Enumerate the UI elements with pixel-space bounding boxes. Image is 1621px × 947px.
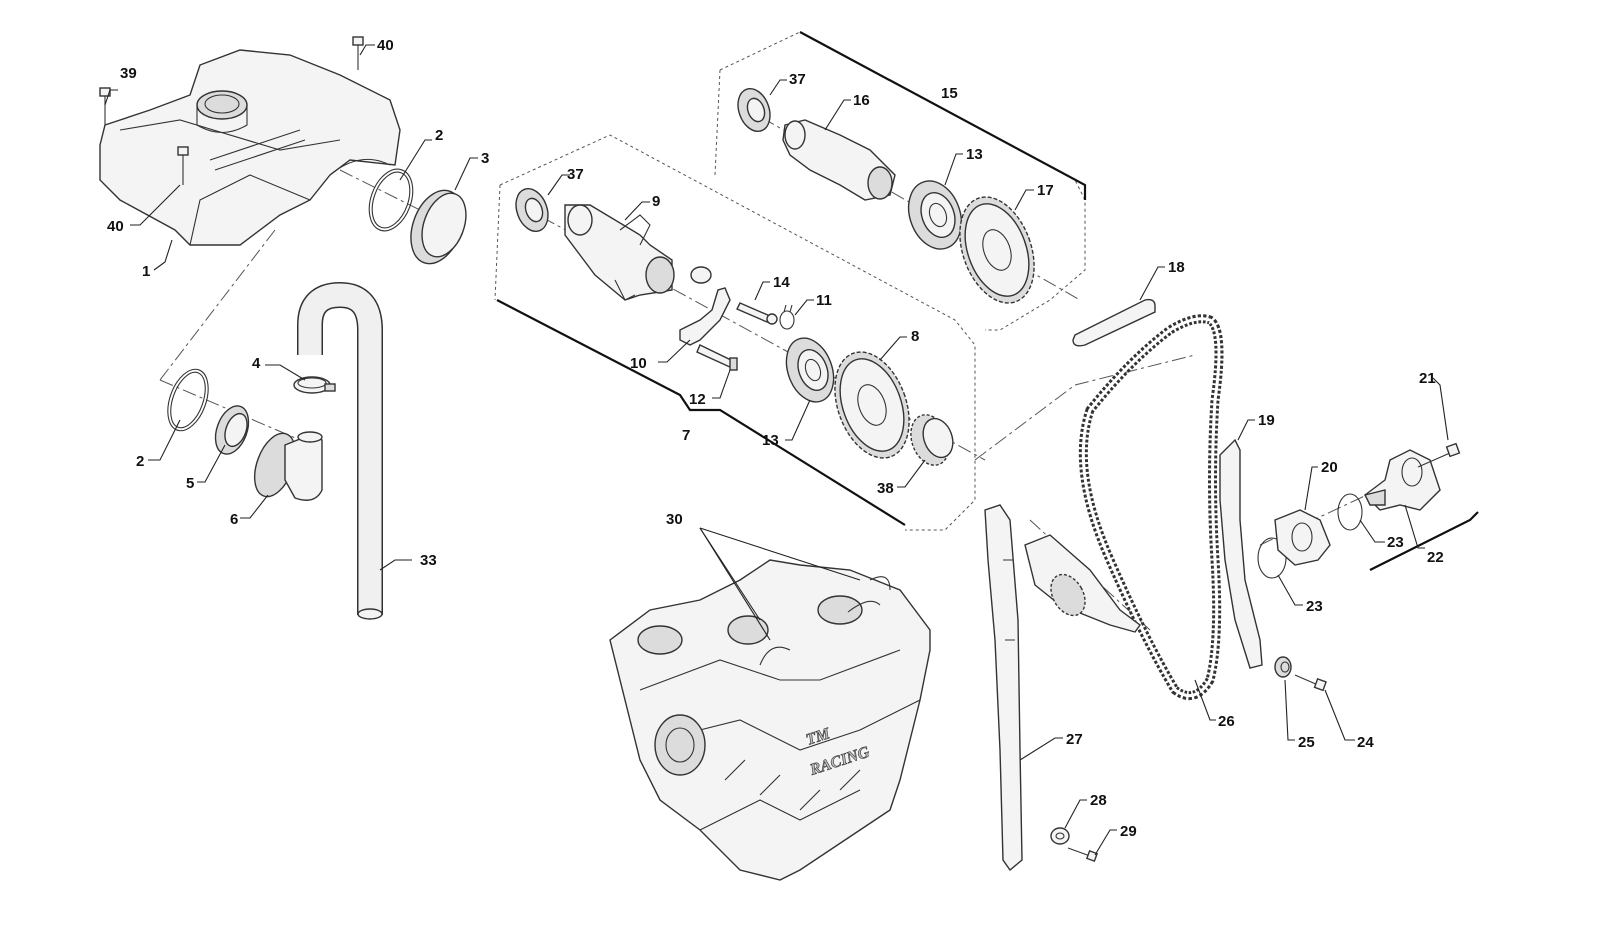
o-ring-23-right (1337, 493, 1363, 531)
crankshaft-end (1024, 534, 1141, 633)
callout-5: 5 (186, 475, 194, 492)
o-ring-2-top (368, 168, 414, 232)
callout-2-left: 2 (136, 453, 144, 470)
callout-1: 1 (142, 263, 150, 280)
tensioner-22 (1363, 449, 1441, 511)
callout-25: 25 (1298, 734, 1315, 751)
callout-13-lower: 13 (762, 432, 779, 449)
callout-2-top: 2 (435, 127, 443, 144)
gear-17 (959, 196, 1035, 304)
callout-11: 11 (816, 292, 832, 309)
callout-18: 18 (1168, 259, 1185, 276)
leader-lines (104, 44, 1449, 856)
callout-26: 26 (1218, 713, 1235, 730)
callout-39: 39 (120, 65, 137, 82)
screw-21 (1417, 442, 1461, 468)
valve-cover (99, 49, 401, 246)
washer-28 (1050, 827, 1070, 845)
bearing-13-lower (785, 337, 835, 403)
callout-8: 8 (911, 328, 919, 345)
callout-29: 29 (1120, 823, 1137, 840)
callout-23-right: 23 (1387, 534, 1404, 551)
callout-19: 19 (1258, 412, 1275, 429)
screw-40-top (352, 36, 364, 70)
callout-3: 3 (481, 150, 489, 167)
callout-15: 15 (941, 85, 958, 102)
callout-7: 7 (682, 427, 690, 444)
callout-21: 21 (1419, 370, 1436, 387)
callout-28: 28 (1090, 792, 1107, 809)
camshaft-9 (564, 204, 675, 301)
callout-37-right: 37 (789, 71, 806, 88)
callout-16: 16 (853, 92, 870, 109)
callout-40-top: 40 (377, 37, 394, 54)
callout-9: 9 (652, 193, 660, 210)
callout-13-upper: 13 (966, 146, 983, 163)
timing-chain-26 (1078, 314, 1224, 701)
callout-12: 12 (689, 391, 706, 408)
callout-10: 10 (630, 355, 647, 372)
camshaft-16 (782, 119, 896, 201)
chain-tensioner-slider-19 (1219, 438, 1263, 669)
pin-14 (736, 302, 778, 325)
callout-30: 30 (666, 511, 683, 528)
callout-17: 17 (1037, 182, 1054, 199)
spring-11 (779, 304, 795, 330)
seal-5 (214, 405, 250, 455)
spacer-25 (1274, 656, 1292, 678)
chain-slider-27 (984, 504, 1023, 872)
o-ring-23-left (1257, 537, 1287, 579)
breather-fitting-6 (253, 431, 323, 501)
hose-clamp-4 (293, 376, 336, 394)
breather-hose-33 (297, 281, 383, 620)
screw-40-bottom (177, 146, 189, 185)
callout-20: 20 (1321, 459, 1338, 476)
callout-4: 4 (252, 355, 261, 372)
gear-38 (910, 414, 954, 466)
callout-22: 22 (1427, 549, 1444, 566)
callout-labels: 1 2 2 3 4 5 6 7 8 9 10 11 12 13 13 14 15… (107, 37, 1444, 840)
group-brackets (496, 31, 1479, 571)
callout-37-left: 37 (567, 166, 584, 183)
callout-33: 33 (420, 552, 437, 569)
callout-23-left: 23 (1306, 598, 1323, 615)
callout-24: 24 (1357, 734, 1374, 751)
screw-24 (1294, 674, 1327, 692)
pin-12 (696, 344, 738, 371)
bearing-37-left (515, 187, 549, 233)
bearing-13-upper (907, 180, 963, 250)
o-ring-2-left (167, 368, 209, 432)
callout-14: 14 (773, 274, 790, 291)
callout-27: 27 (1066, 731, 1083, 748)
callout-38: 38 (877, 480, 894, 497)
callout-6: 6 (230, 511, 238, 528)
cap-3 (410, 189, 467, 265)
screw-39 (99, 87, 111, 125)
gasket-20 (1274, 509, 1331, 566)
gear-8 (834, 351, 910, 459)
bearing-37-right (737, 87, 771, 133)
chain-guide-18 (1072, 298, 1156, 347)
screw-29 (1067, 847, 1099, 863)
cylinder-head: TM RACING (609, 559, 931, 881)
callout-40-bottom: 40 (107, 218, 124, 235)
